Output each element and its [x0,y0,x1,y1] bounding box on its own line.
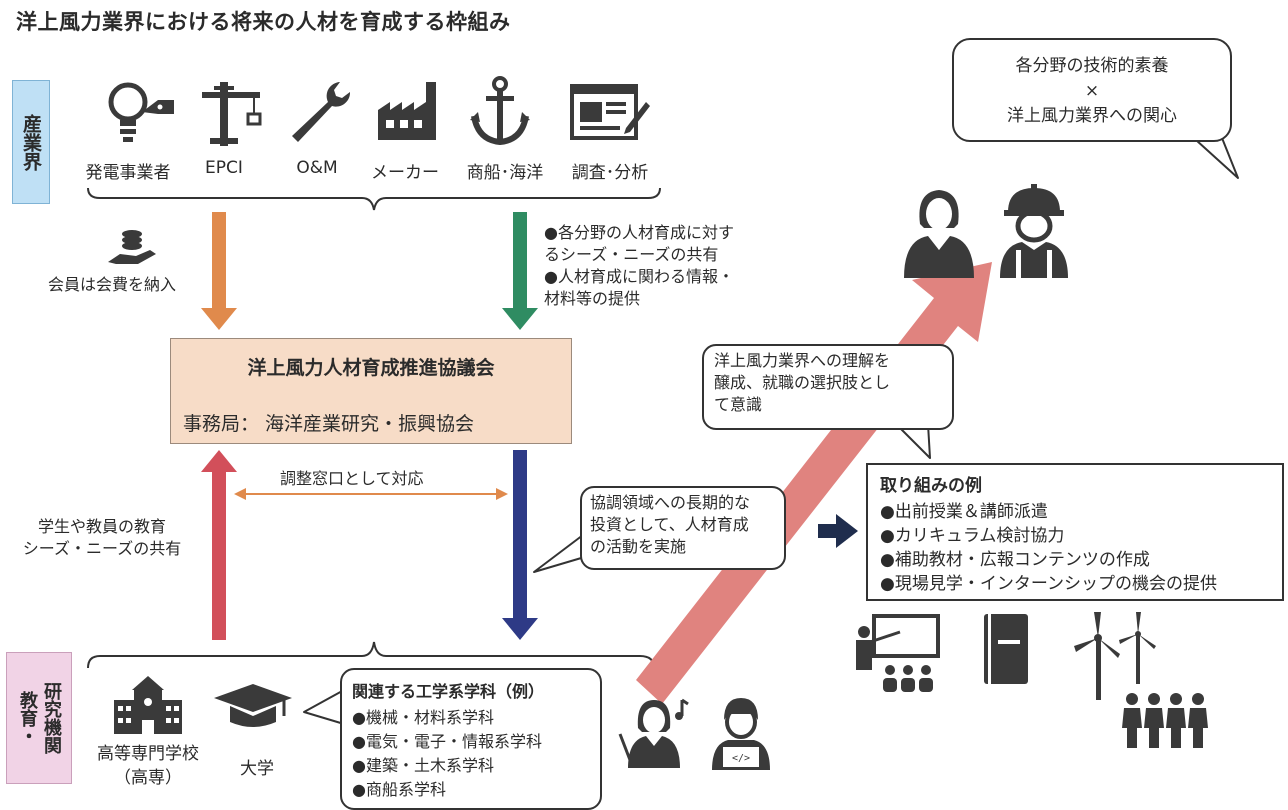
education-brace [87,641,655,669]
industry-brace [87,187,661,211]
sector-research: 調査･分析 [571,163,649,183]
sector-marine: 商船･海洋 [466,163,544,183]
departments-title: 関連する工学系学科（例） [352,682,545,701]
department-item: ●建築・土木系学科 [352,756,494,775]
goal-bubble: 各分野の技術的素養 × 洋上風力業界への関心 [952,38,1232,142]
department-item: ●機械・材料系学科 [352,708,494,727]
goal-bubble-tail [1195,137,1239,179]
department-item: ●電気・電子・情報系学科 [352,732,542,751]
programmer-student-icon: </> [712,698,770,770]
support-arrow [502,212,538,330]
tower-crane-icon [202,82,262,146]
investment-bubble-tail [533,534,589,573]
businesswoman-icon [904,190,974,278]
coordination-arrow [234,488,508,500]
student-needs-text: 学生や教員の教育 シーズ・ニーズの共有 [22,517,182,558]
sector-om: O&M [296,158,338,178]
kosen-label: 高等専門学校 （高専） [97,744,199,788]
lecture-icon [856,614,940,692]
female-student-icon [618,698,689,768]
wrench-icon [292,82,351,142]
wind-turbine-icon [1074,612,1156,700]
understanding-bubble-tail [899,423,931,459]
school-building-icon [114,676,182,734]
lightbulb-icon [108,82,174,142]
payment-icon [108,230,156,264]
education-label: 教育・研究機関 [6,652,72,784]
example-item: ●出前授業＆講師派遣 [880,502,1048,522]
needs-arrow [201,450,237,640]
examples-box: 取り組みの例 ●出前授業＆講師派遣 ●カリキュラム検討協力 ●補助教材・広報コン… [866,463,1284,601]
textbook-icon [984,614,1028,684]
factory-icon [378,82,436,140]
examples-arrow [818,514,858,548]
industry-support-text: ●各分野の人材育成に対す るシーズ・ニーズの共有 ●人材育成に関わる情報・ 材料… [544,223,734,308]
report-icon [570,84,650,140]
coordination-text: 調整窓口として対応 [280,469,424,488]
council-name: 洋上風力人材育成推進協議会 [247,357,495,379]
students-group-icon [1122,693,1208,748]
example-item: ●現場見学・インターンシップの機会の提供 [880,574,1217,594]
departments-bubble: 関連する工学系学科（例） ●機械・材料系学科 ●電気・電子・情報系学科 ●建築・… [340,668,602,810]
construction-worker-icon [1000,184,1068,278]
membership-fee-text: 会員は会費を納入 [48,275,177,294]
graduation-cap-icon [214,684,292,727]
sector-power: 発電事業者 [85,163,171,183]
examples-title: 取り組みの例 [880,476,982,496]
fee-arrow [201,212,237,330]
university-label: 大学 [240,759,274,779]
department-item: ●商船系学科 [352,780,446,799]
svg-text:</>: </> [732,753,750,764]
understanding-bubble: 洋上風力業界への理解を 醸成、就職の選択肢とし て意識 [702,344,954,430]
example-item: ●補助教材・広報コンテンツの作成 [880,550,1150,570]
industry-label: 産業界 [12,80,50,204]
sector-maker: メーカー [371,163,439,183]
council-office: 事務局： 海洋産業研究・振興協会 [183,413,475,435]
council-box: 洋上風力人材育成推進協議会 事務局： 海洋産業研究・振興協会 [170,338,572,444]
investment-bubble: 協調領域への長期的な 投資として、人材育成 の活動を実施 [580,486,786,570]
example-item: ●カリキュラム検討協力 [880,526,1065,546]
investment-arrow [502,450,538,640]
dept-bubble-tail [303,689,345,725]
sector-epci: EPCI [205,158,243,178]
page-title: 洋上風力業界における将来の人材を育成する枠組み [16,10,511,34]
anchor-icon [470,76,530,146]
